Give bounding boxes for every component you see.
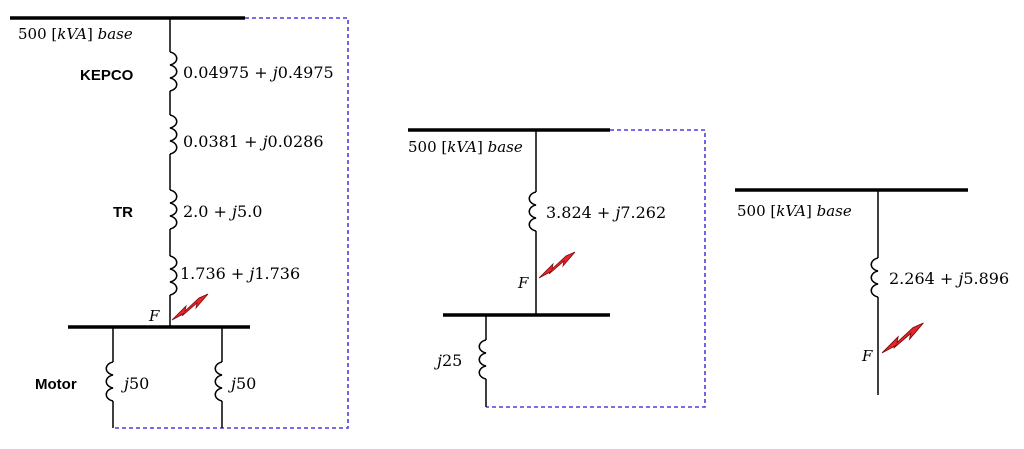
kepco-label: KEPCO bbox=[80, 67, 134, 84]
motor-inductor-icon-2 bbox=[478, 339, 487, 380]
source-inductor-icon-2 bbox=[528, 191, 537, 232]
cable-inductor-icon bbox=[169, 255, 178, 296]
motor-impedance-right: j50 bbox=[228, 374, 256, 393]
base-label-1: 500 [kVA] base bbox=[18, 25, 133, 43]
source-impedance-2: 3.824 + j7.262 bbox=[546, 203, 666, 222]
motor-impedance-2: j25 bbox=[434, 351, 462, 370]
source-inductor-icon-3 bbox=[870, 257, 879, 298]
kepco-inductor-icon bbox=[169, 51, 178, 92]
line-inductor-icon bbox=[169, 114, 178, 155]
motor-inductor-icon-right bbox=[214, 361, 223, 402]
fault-lightning-icon-3 bbox=[881, 322, 924, 354]
tr-label: TR bbox=[113, 204, 133, 221]
fault-label-2: F bbox=[517, 274, 529, 292]
diagram-1: 500 [kVA] base KEPCO 0.04975 + j0.4975 0… bbox=[10, 16, 349, 429]
motor-label: Motor bbox=[35, 376, 77, 393]
line-impedance: 0.0381 + j0.0286 bbox=[183, 132, 324, 151]
fault-label-3: F bbox=[861, 347, 873, 365]
motor-inductor-icon-left bbox=[105, 361, 114, 402]
fault-lightning-icon-2 bbox=[538, 251, 576, 279]
dashed-return-1 bbox=[113, 17, 349, 429]
diagram-2: 500 [kVA] base 3.824 + j7.262 F j25 bbox=[408, 128, 706, 408]
tr-impedance: 2.0 + j5.0 bbox=[183, 202, 262, 221]
kepco-impedance: 0.04975 + j0.4975 bbox=[183, 63, 334, 82]
base-label-3: 500 [kVA] base bbox=[737, 202, 852, 220]
cable-impedance: 1.736 + j1.736 bbox=[180, 264, 300, 283]
fault-lightning-icon bbox=[171, 293, 209, 321]
base-label-2: 500 [kVA] base bbox=[408, 138, 523, 156]
source-impedance-3: 2.264 + j5.896 bbox=[889, 269, 1009, 288]
diagram-3: 500 [kVA] base 2.264 + j5.896 F bbox=[735, 188, 1009, 395]
dashed-return-2 bbox=[486, 129, 706, 408]
motor-impedance-left: j50 bbox=[121, 374, 149, 393]
tr-inductor-icon bbox=[169, 189, 178, 230]
fault-label-1: F bbox=[148, 307, 160, 325]
